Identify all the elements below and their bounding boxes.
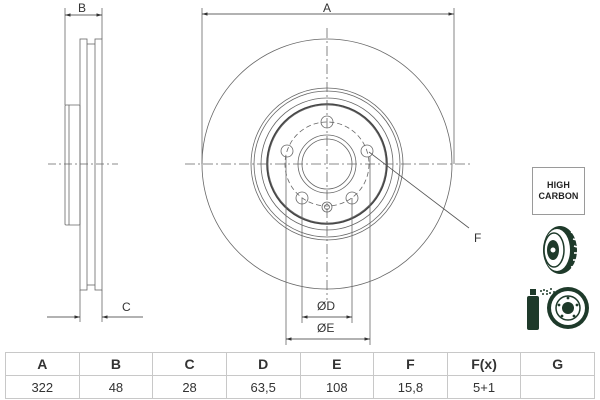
header-fx: F(x) [446,352,522,376]
header-g: G [520,352,595,376]
technical-drawing [47,8,589,345]
value-fx: 5+1 [446,375,522,399]
high-carbon-line2: CARBON [538,191,579,201]
side-view [47,8,143,322]
dim-label-b: B [78,1,87,15]
spec-value-row: 322 48 28 63,5 108 15,8 5+1 [5,375,595,399]
value-d: 63,5 [225,375,301,399]
value-c: 28 [152,375,227,399]
spec-header-row: A B C D E F F(x) G [5,352,595,376]
value-a: 322 [5,375,80,399]
dim-label-d: ØD [317,299,335,313]
value-f: 15,8 [373,375,448,399]
value-b: 48 [78,375,154,399]
header-c: C [152,352,227,376]
dim-label-e: ØE [317,321,335,335]
header-f: F [373,352,448,376]
header-e: E [299,352,375,376]
high-carbon-badge: HIGH CARBON [532,167,585,215]
high-carbon-line1: HIGH [547,180,570,190]
value-e: 108 [299,375,375,399]
header-a: A [5,352,80,376]
value-g [520,375,595,399]
front-view [185,8,470,345]
vented-disc-icon [543,226,578,274]
spec-table: A B C D E F F(x) G 322 48 28 63,5 108 15… [5,352,595,399]
header-b: B [78,352,154,376]
dim-label-c: C [122,300,131,314]
header-d: D [225,352,301,376]
coating-spray-icon [527,287,589,330]
dim-label-a: A [323,1,332,15]
dim-label-f: F [474,231,482,245]
